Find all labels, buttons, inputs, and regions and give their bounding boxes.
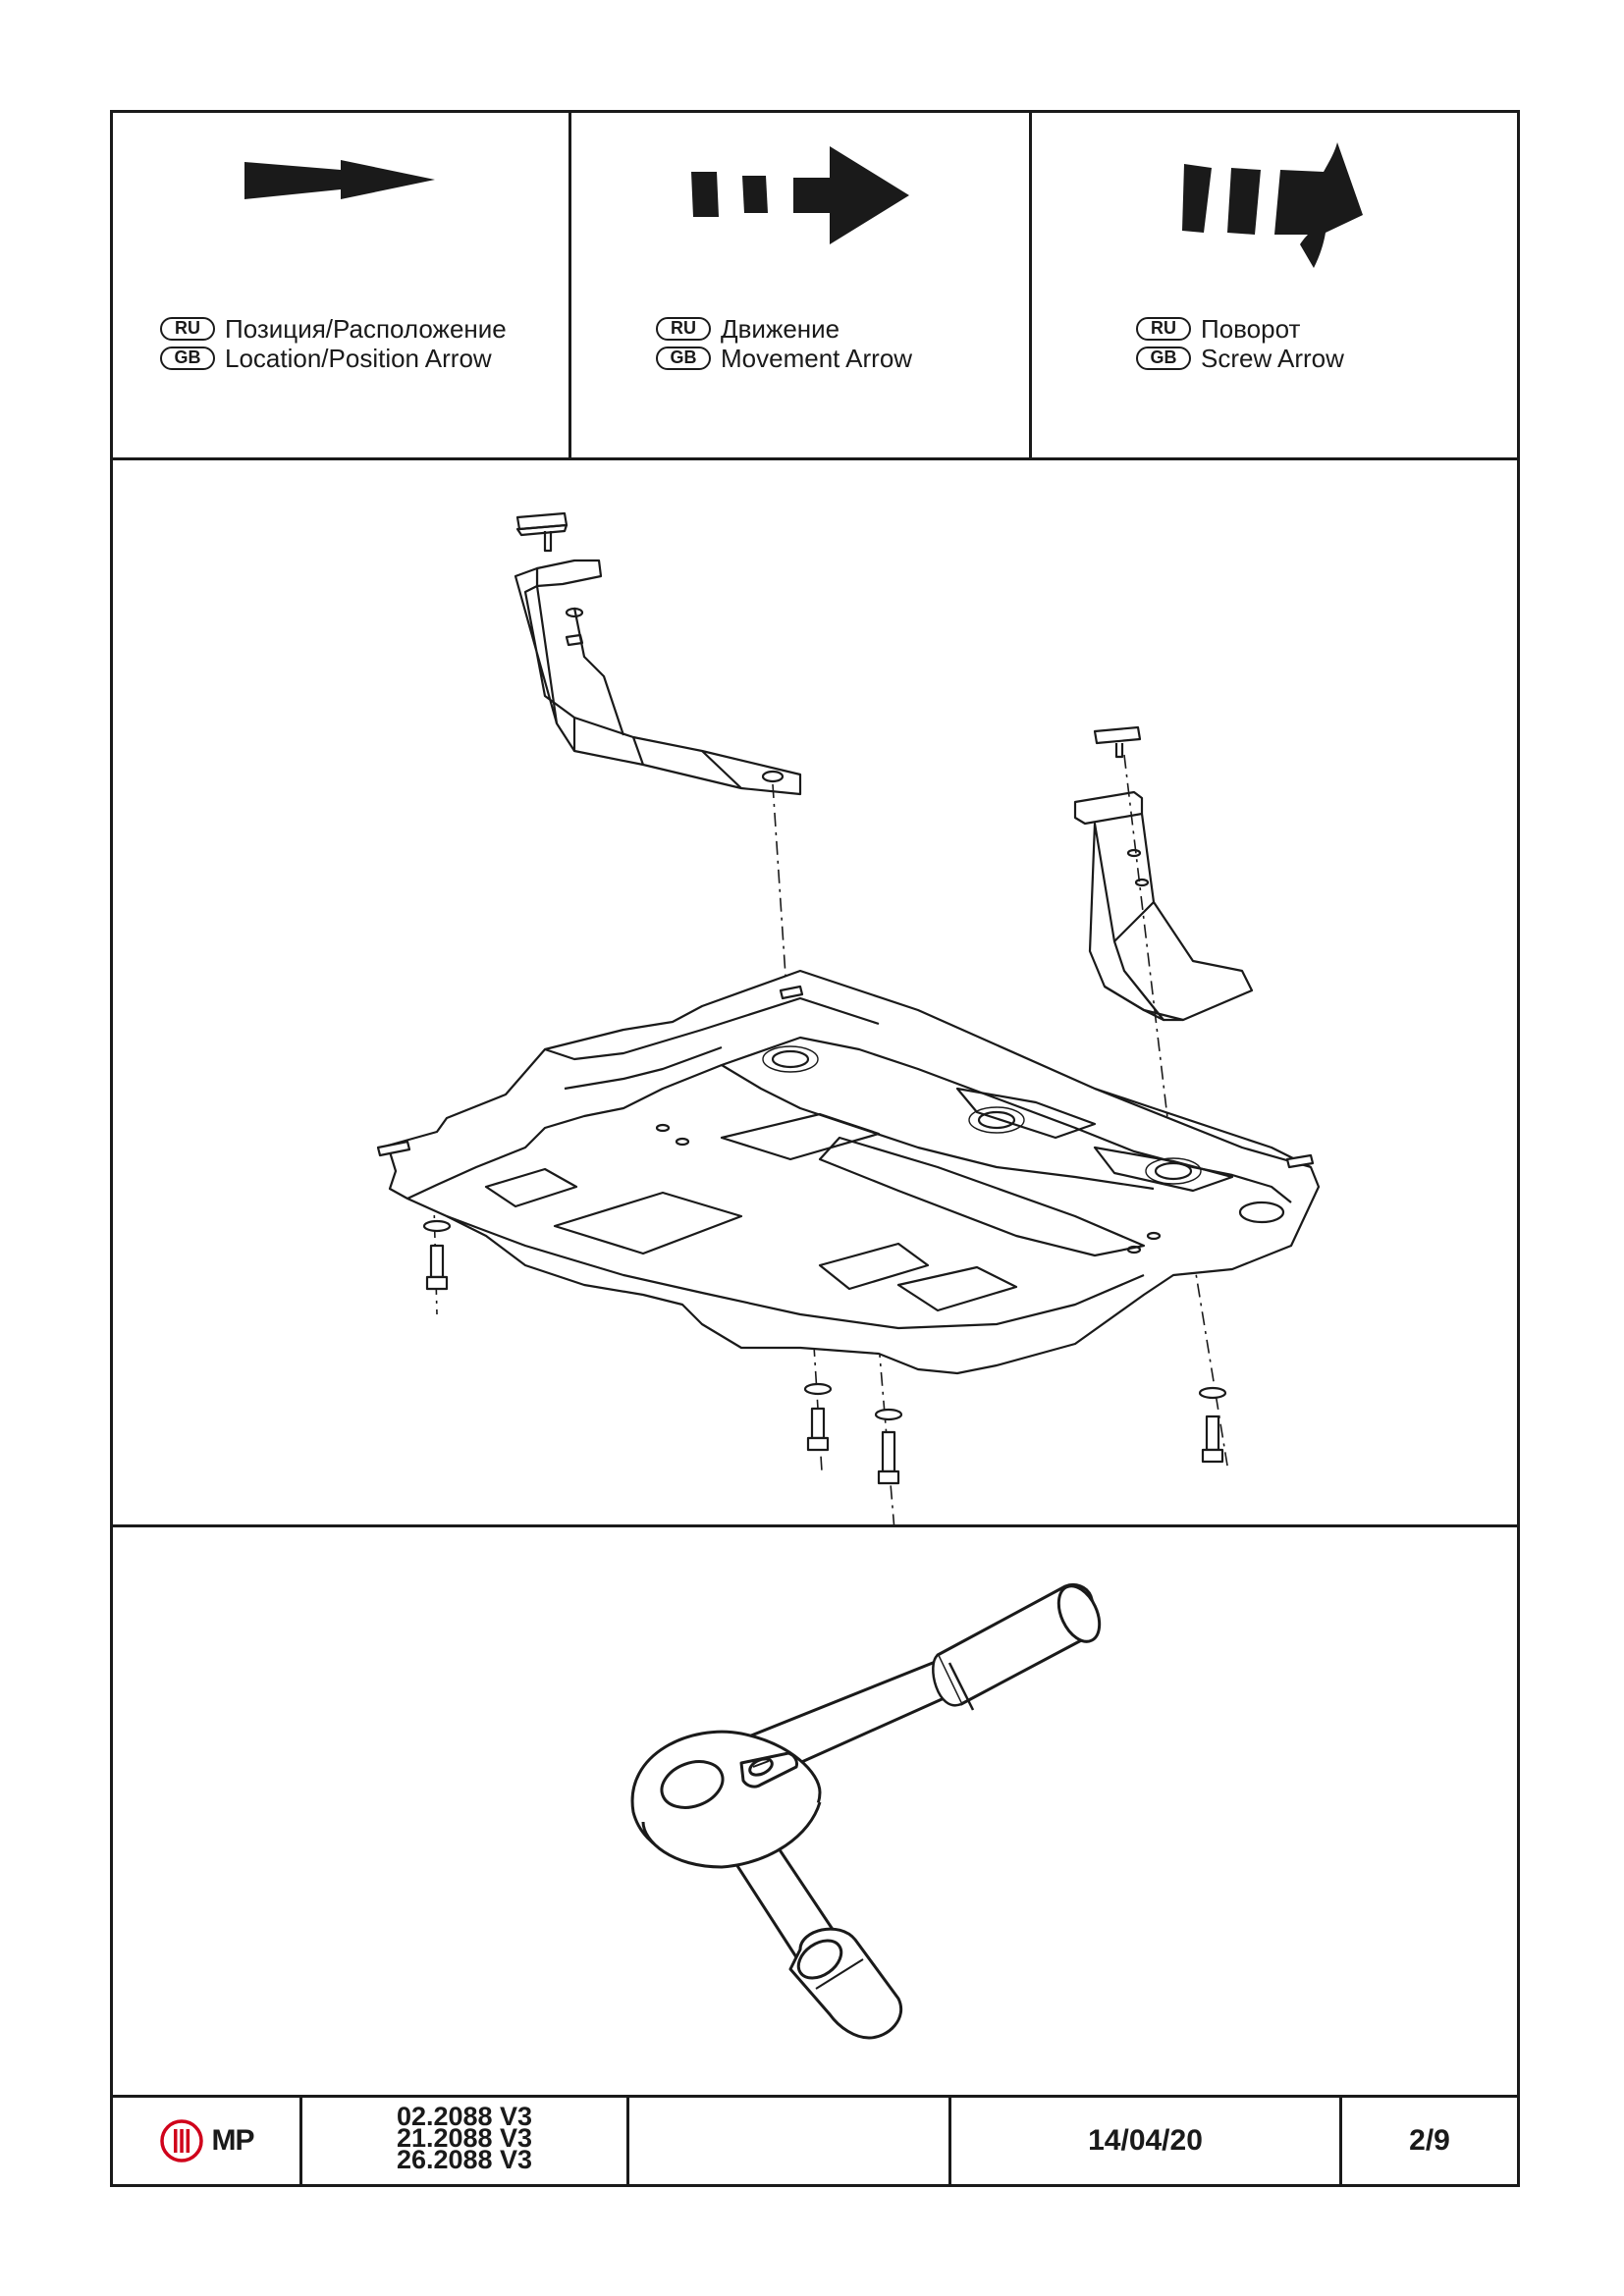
legend-text-location: RU Позиция/Расположение GB Location/Positi… xyxy=(160,314,507,373)
movement-arrow-icon xyxy=(691,146,909,244)
logo-cell: MP xyxy=(113,2098,299,2184)
legend-ru-label: Поворот xyxy=(1201,314,1301,344)
legend-ru-label: Движение xyxy=(721,314,840,344)
mp-logo-icon xyxy=(159,2119,203,2163)
ru-badge: RU xyxy=(160,317,215,341)
product-codes: 02.2088 V3 21.2088 V3 26.2088 V3 xyxy=(299,2098,626,2184)
document-date: 14/04/20 xyxy=(948,2098,1339,2184)
arrow-legend: RU Позиция/Расположение GB Location/Positi… xyxy=(113,113,1517,460)
bolt-set-icon xyxy=(422,1219,1227,1485)
skid-plate-exploded-assembly-icon xyxy=(376,511,1321,1531)
product-code: 21.2088 V3 xyxy=(396,2123,533,2153)
logo-text: MP xyxy=(211,2124,255,2157)
assembly-diagram xyxy=(113,460,1517,1531)
location-arrow-icon xyxy=(244,160,435,199)
legend-gb-label: Movement Arrow xyxy=(721,344,913,373)
gb-badge: GB xyxy=(1136,347,1191,370)
document-frame: RU Позиция/Расположение GB Location/Positi… xyxy=(110,110,1520,2187)
product-code: 02.2088 V3 xyxy=(396,2102,533,2131)
gb-badge: GB xyxy=(656,347,711,370)
tool-illustration xyxy=(113,1527,1517,2099)
product-code: 26.2088 V3 xyxy=(396,2145,533,2174)
legend-gb-label: Location/Position Arrow xyxy=(225,344,492,373)
legend-ru-label: Позиция/Расположение xyxy=(225,314,507,344)
legend-text-screw: RU Поворот GB Screw Arrow xyxy=(1136,314,1344,373)
ru-badge: RU xyxy=(1136,317,1191,341)
legend-cell-screw: RU Поворот GB Screw Arrow xyxy=(1029,113,1517,457)
legend-cell-movement: RU Движение GB Movement Arrow xyxy=(568,113,1029,457)
skid-plate-icon xyxy=(376,969,1321,1375)
page-number: 2/9 xyxy=(1339,2098,1517,2184)
legend-gb-label: Screw Arrow xyxy=(1201,344,1344,373)
legend-text-movement: RU Движение GB Movement Arrow xyxy=(656,314,912,373)
empty-cell xyxy=(626,2098,948,2184)
ratchet-wrench-icon xyxy=(630,1582,1102,2040)
gb-badge: GB xyxy=(160,347,215,370)
ru-badge: RU xyxy=(656,317,711,341)
left-bracket-icon xyxy=(514,511,802,796)
screw-arrow-icon xyxy=(1182,142,1363,268)
title-block: MP 02.2088 V3 21.2088 V3 26.2088 V3 14/0… xyxy=(113,2095,1517,2184)
legend-cell-location: RU Позиция/Расположение GB Location/Positi… xyxy=(113,113,568,457)
right-bracket-icon xyxy=(1073,725,1254,1022)
